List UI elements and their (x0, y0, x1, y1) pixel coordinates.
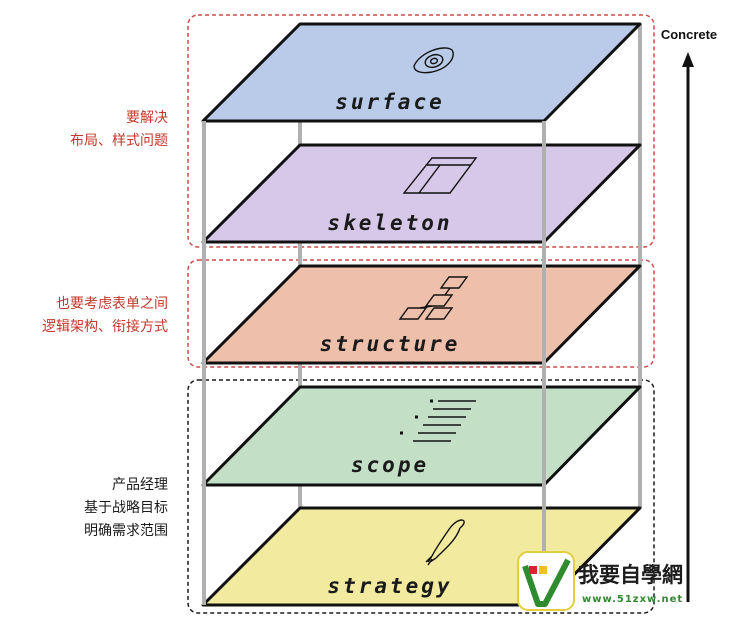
annotation-line: 基于战略目标 (84, 500, 168, 516)
annotation-line: 产品经理 (112, 477, 168, 493)
annotation-layout-style: 要解决 布局、样式问题 (70, 107, 168, 153)
list-icon (400, 399, 476, 442)
concrete-axis-arrowhead (682, 52, 694, 67)
watermark-text: 我要自學網 (578, 563, 683, 587)
strategy-label: strategy (327, 574, 452, 598)
concrete-axis-label: Concrete (661, 27, 717, 42)
logo-v-icon (522, 558, 571, 607)
sitemap-icon (398, 276, 469, 320)
annotation-architecture: 也要考虑表单之间 逻辑架构、衔接方式 (42, 293, 168, 339)
structure-label: structure (320, 332, 461, 356)
annotation-line: 布局、样式问题 (70, 133, 168, 149)
surface-label: surface (335, 90, 445, 114)
annotation-product-manager: 产品经理 基于战略目标 明确需求范围 (84, 474, 168, 543)
watermark-url: www.51zxw.net (582, 594, 683, 605)
eye-icon (413, 47, 454, 74)
annotation-line: 要解决 (126, 110, 168, 126)
skeleton-label: skeleton (327, 211, 452, 235)
group-box-bottom (187, 379, 655, 614)
lightbulb-icon (425, 519, 465, 566)
group-box-top (187, 14, 655, 248)
group-box-middle (187, 259, 655, 368)
annotation-line: 逻辑架构、衔接方式 (42, 319, 168, 335)
scope-label: scope (351, 453, 429, 477)
annotation-line: 也要考虑表单之间 (56, 296, 168, 312)
annotation-line: 明确需求范围 (84, 523, 168, 539)
wireframe-icon (402, 157, 478, 194)
watermark: 我要自學網 www.51zxw.net (517, 551, 683, 611)
